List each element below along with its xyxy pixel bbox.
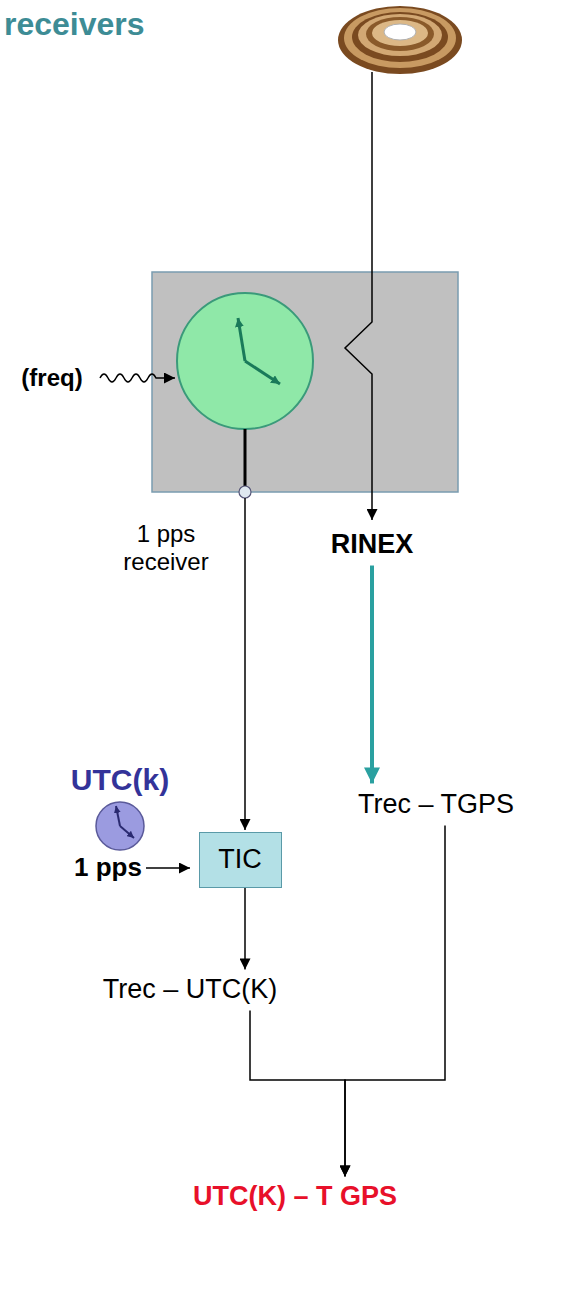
connector — [244, 888, 246, 969]
node-text: RINEX — [331, 529, 414, 560]
tic-box: TIC — [199, 832, 282, 888]
connector — [250, 1011, 345, 1177]
frequency-input — [100, 374, 175, 382]
signal-label: 1 pps — [74, 853, 142, 883]
pps-connector — [239, 486, 251, 498]
port-label: 1 pps receiver — [110, 520, 222, 575]
offset-term: Trec – TGPS — [352, 786, 520, 823]
connector — [370, 566, 374, 784]
signal-line — [345, 72, 372, 520]
node-text: Trec – TGPS — [358, 789, 514, 820]
title: receivers — [4, 6, 145, 43]
node-text: Trec – UTC(K) — [103, 974, 278, 1005]
offset-term: Trec – UTC(K) — [97, 971, 284, 1008]
receiver-clock — [177, 293, 313, 429]
file-label: RINEX — [325, 526, 420, 563]
antenna-icon — [338, 6, 462, 74]
clock-label: UTC(k) — [71, 763, 169, 798]
signal-label: (freq) — [21, 364, 82, 392]
utc-clock — [96, 802, 144, 850]
utc-pps-line — [146, 867, 190, 869]
node-text: TIC — [218, 844, 262, 875]
node-text: UTC(K) – T GPS — [193, 1181, 397, 1212]
connector — [345, 826, 445, 1177]
pps-wire — [244, 429, 247, 486]
result-term: UTC(K) – T GPS — [187, 1178, 403, 1215]
pps-line — [244, 498, 246, 830]
receiver-box — [152, 272, 458, 492]
